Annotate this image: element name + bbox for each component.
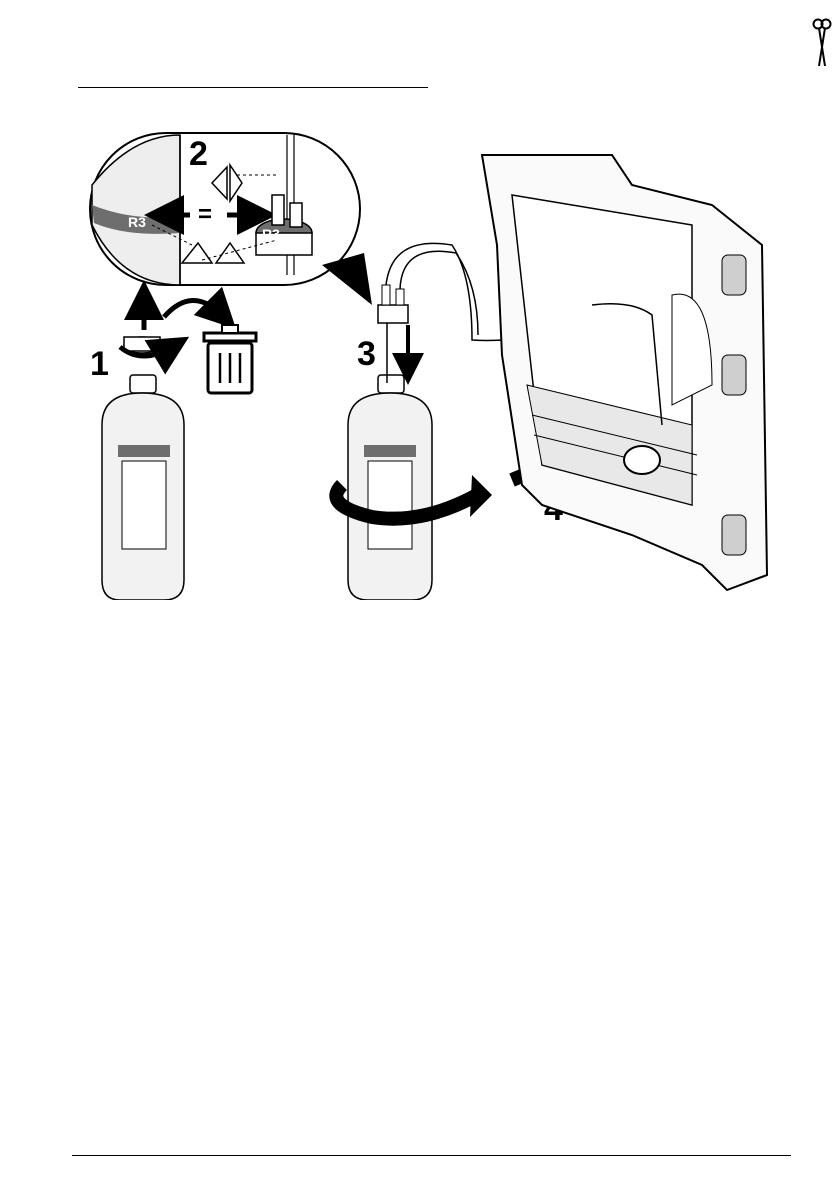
reagent-bottle-new — [348, 375, 432, 600]
reagent-replacement-illustration: R3 = R3 2 1 3 4 — [72, 125, 782, 600]
step-3-label: 3 — [357, 335, 376, 373]
equals-symbol: = — [198, 201, 212, 228]
reagent-tag-left: R3 — [128, 214, 146, 230]
r3-tag-left: R3 — [128, 214, 146, 230]
step-2-label: 2 — [189, 135, 208, 173]
header-rule — [78, 87, 428, 88]
step-1-label: 1 — [90, 345, 109, 383]
zoom-detail-bubble: R3 = R3 — [90, 133, 372, 305]
scissors-icon — [812, 16, 832, 72]
trash-bin-icon — [204, 325, 256, 393]
reagent-bottle-old — [102, 375, 184, 600]
footer-rule — [72, 1155, 791, 1156]
analyzer-cabinet — [482, 155, 767, 590]
reagent-tag-cap: R3 — [262, 226, 280, 242]
